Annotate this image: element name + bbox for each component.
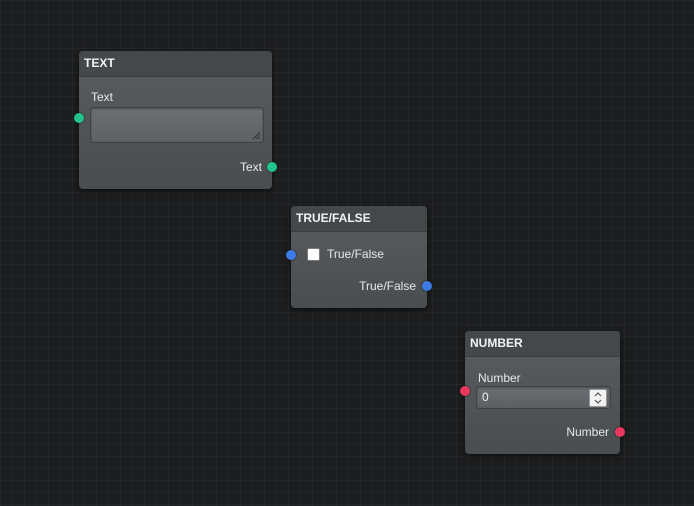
bool-checkbox-label: True/False (327, 247, 384, 261)
bool-output-label: True/False (359, 279, 416, 293)
text-node-title[interactable]: TEXT (79, 51, 272, 77)
number-input-value: 0 (482, 390, 489, 404)
number-output-label: Number (566, 425, 609, 439)
bool-checkbox[interactable] (307, 248, 320, 261)
number-node-title[interactable]: NUMBER (465, 331, 620, 357)
text-output-label: Text (239, 160, 262, 174)
spinner-arrows-icon[interactable] (589, 389, 607, 407)
resize-grip-icon[interactable] (252, 131, 261, 140)
text-input[interactable] (90, 107, 264, 143)
text-node[interactable]: TEXT Text Text (79, 51, 272, 189)
number-input[interactable]: 0 (476, 386, 611, 409)
number-node[interactable]: NUMBER Number 0 Number (465, 331, 620, 454)
bool-input-port[interactable] (286, 250, 296, 260)
bool-output-port[interactable] (422, 281, 432, 291)
number-output-port[interactable] (615, 427, 625, 437)
bool-node[interactable]: TRUE/FALSE True/False True/False (291, 206, 427, 308)
number-field-label: Number (478, 371, 521, 385)
bool-node-title[interactable]: TRUE/FALSE (291, 206, 427, 232)
text-field-label: Text (91, 90, 114, 104)
number-input-port[interactable] (460, 386, 470, 396)
text-output-port[interactable] (267, 162, 277, 172)
text-input-port[interactable] (74, 113, 84, 123)
